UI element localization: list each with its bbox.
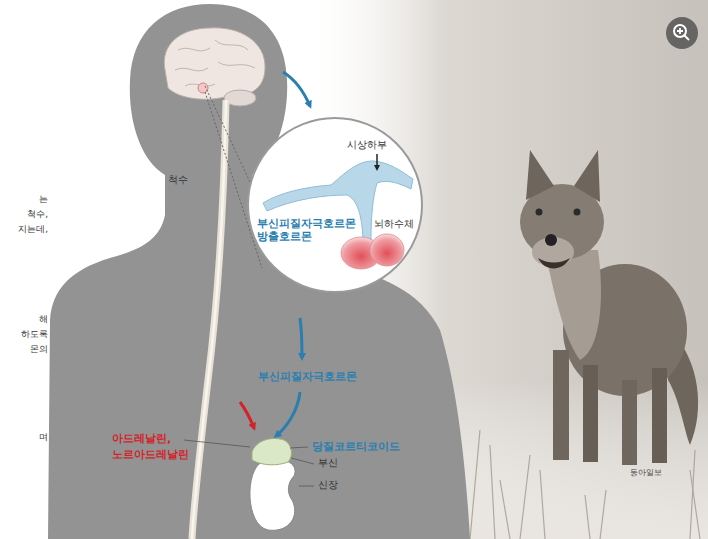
- hormone-label: 부신피질자극호르몬 방출호르몬: [257, 217, 361, 243]
- cut-text: 하도록: [21, 329, 48, 340]
- pituitary-illustration: [249, 119, 421, 291]
- cut-text: 해: [39, 314, 48, 325]
- cut-text: 척수,: [27, 209, 48, 220]
- hormone-label: 아드레날린,: [112, 432, 171, 445]
- cut-text: 는: [39, 194, 48, 205]
- organ-label: 부신: [318, 457, 338, 469]
- pituitary-label: 뇌하수체: [374, 218, 414, 230]
- organ-label: 신장: [318, 479, 338, 491]
- watermark: 동아일보: [630, 468, 662, 478]
- spinal-cord-label: 척수: [168, 174, 188, 186]
- cut-text: 지는데,: [18, 224, 48, 235]
- hormone-label: 당질코르티코이드: [312, 440, 400, 453]
- hypothalamus-label: 시상하부: [347, 139, 387, 151]
- pituitary-inset: 시상하부부신피질자극호르몬 방출호르몬 뇌하수체: [247, 117, 423, 293]
- hormone-label: 부신피질자극호르몬: [258, 370, 357, 383]
- cut-text: 며: [39, 432, 48, 443]
- cut-text: 몬의: [30, 344, 48, 355]
- hormone-label: 노르아드레날린: [112, 448, 189, 461]
